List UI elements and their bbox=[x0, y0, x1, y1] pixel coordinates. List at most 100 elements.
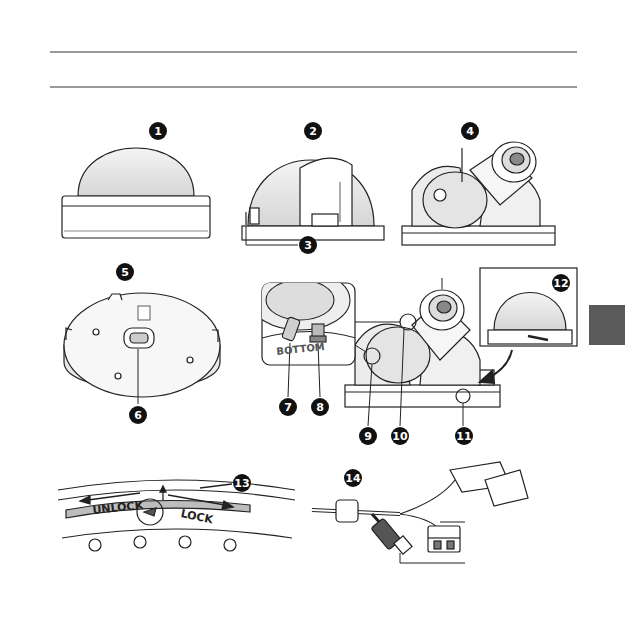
illustration-part bbox=[442, 278, 443, 289]
direction-arrow bbox=[480, 350, 512, 383]
illustration-part bbox=[282, 317, 301, 342]
illustration-part bbox=[488, 330, 572, 344]
illustration-part bbox=[434, 541, 441, 549]
illustration-part bbox=[245, 212, 246, 225]
illustration-part bbox=[502, 147, 530, 173]
dome-cutaway bbox=[242, 158, 384, 240]
leader-line bbox=[400, 522, 465, 563]
illustration-part bbox=[428, 526, 460, 552]
callout-number: 11 bbox=[455, 427, 473, 445]
illustration-part bbox=[160, 486, 166, 492]
illustration-part bbox=[93, 329, 99, 335]
callout-number: 5 bbox=[116, 263, 134, 281]
illustration-part bbox=[485, 470, 528, 506]
dome-inset bbox=[480, 268, 577, 346]
illustration-part bbox=[50, 52, 577, 53]
illustration-part bbox=[168, 495, 225, 505]
illustration-part bbox=[312, 214, 338, 226]
illustration-part bbox=[115, 373, 121, 379]
dome-cover bbox=[62, 148, 210, 238]
callout-number: 9 bbox=[359, 427, 377, 445]
illustration-part bbox=[429, 295, 457, 321]
illustration-part bbox=[480, 371, 494, 383]
illustration-part bbox=[80, 496, 90, 504]
illustration-part bbox=[62, 196, 210, 238]
illustration-part bbox=[224, 539, 236, 551]
illustration-part bbox=[89, 539, 101, 551]
callout-number: 8 bbox=[311, 398, 329, 416]
illustration-part bbox=[447, 541, 454, 549]
illustration-part bbox=[64, 293, 220, 397]
illustration-part bbox=[200, 484, 232, 488]
leader-line bbox=[355, 278, 463, 426]
direction-label: UNLOCK bbox=[92, 500, 144, 516]
illustration-part bbox=[428, 537, 460, 538]
illustration-part bbox=[250, 208, 259, 224]
illustration-part bbox=[50, 87, 577, 88]
illustration-part bbox=[510, 153, 524, 165]
illustration-part bbox=[400, 314, 416, 330]
callout-number: 12 bbox=[552, 274, 570, 292]
illustration-part bbox=[134, 536, 146, 548]
header-rules bbox=[50, 52, 577, 87]
callout-number: 7 bbox=[279, 398, 297, 416]
illustration-part bbox=[266, 283, 334, 320]
illustration-part bbox=[420, 290, 464, 330]
side-tab bbox=[589, 305, 625, 345]
illustration-part bbox=[463, 403, 464, 426]
illustration-part bbox=[440, 522, 465, 523]
illustration-part bbox=[456, 389, 470, 403]
camera-module bbox=[402, 142, 555, 245]
illustration-part bbox=[494, 293, 566, 331]
illustration-part bbox=[78, 148, 194, 196]
illustration-part bbox=[423, 172, 487, 228]
callout-number: 1 bbox=[149, 122, 167, 140]
illustration-part bbox=[262, 283, 355, 342]
illustration-part bbox=[246, 226, 298, 245]
assembled-camera bbox=[345, 290, 500, 407]
illustration-part bbox=[130, 333, 148, 343]
illustration-part bbox=[528, 336, 548, 340]
illustration-part bbox=[138, 306, 150, 320]
illustration-part bbox=[62, 529, 292, 538]
illustration-part bbox=[400, 329, 404, 426]
illustration-part bbox=[364, 348, 380, 364]
illustration-part bbox=[402, 226, 555, 245]
screw-inset bbox=[250, 270, 356, 365]
illustration-part bbox=[179, 536, 191, 548]
illustration-part bbox=[368, 364, 372, 426]
cable-assembly bbox=[312, 462, 528, 554]
illustration-part bbox=[437, 301, 451, 313]
illustration-part bbox=[355, 322, 400, 323]
illustration-part bbox=[58, 490, 295, 500]
illustration-part bbox=[66, 501, 250, 518]
illustration-part bbox=[262, 332, 355, 339]
illustration-part bbox=[262, 283, 350, 330]
illustration-part bbox=[66, 328, 72, 340]
callout-number: 4 bbox=[461, 122, 479, 140]
illustration-part bbox=[144, 508, 156, 516]
illustration-part bbox=[339, 182, 340, 222]
illustration-part bbox=[402, 232, 555, 233]
illustration-part bbox=[62, 205, 210, 206]
illustration-part bbox=[58, 480, 295, 490]
illustration-part bbox=[300, 158, 352, 226]
illustration-part bbox=[461, 148, 462, 182]
leader-line bbox=[246, 226, 298, 245]
callout-number: 2 bbox=[304, 122, 322, 140]
callout-number: 10 bbox=[391, 427, 409, 445]
illustration-part bbox=[88, 493, 140, 500]
direction-label: LOCK bbox=[180, 508, 214, 526]
illustration-part bbox=[138, 349, 139, 404]
illustration-part bbox=[355, 345, 366, 352]
illustration-part bbox=[492, 142, 536, 182]
illustration-part bbox=[345, 385, 500, 407]
mounting-plate bbox=[64, 293, 220, 397]
illustration-part bbox=[336, 500, 358, 522]
illustration-part bbox=[124, 328, 154, 348]
illustration-part bbox=[345, 391, 500, 392]
illustration-part bbox=[434, 189, 446, 201]
callout-number: 6 bbox=[129, 406, 147, 424]
callout-number: 3 bbox=[299, 236, 317, 254]
